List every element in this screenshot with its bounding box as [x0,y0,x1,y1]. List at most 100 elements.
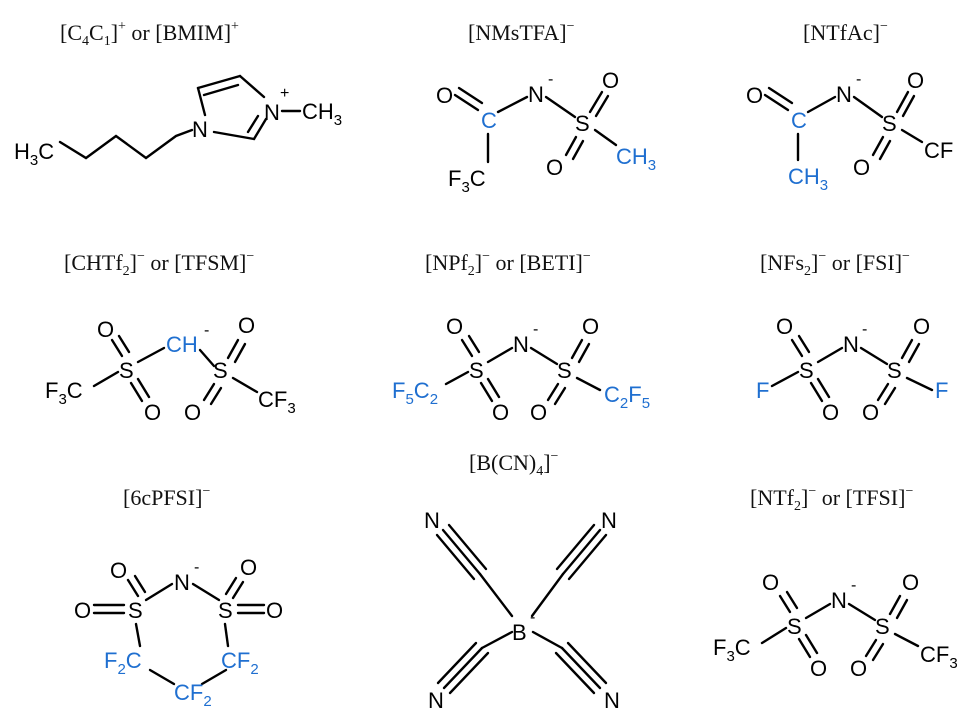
atom-o: O [144,400,161,425]
bond [593,128,618,147]
charge-minus: - [851,577,856,594]
atom-s-right: S [218,598,233,623]
atom-o: O [97,317,114,342]
atom-o: O [902,570,919,595]
atom-o: O [853,155,870,180]
structure-6cpfsi: O O S N - S O O F2C CF2 CF2 [74,555,283,710]
atom-o: O [546,155,563,180]
bond-triple [567,533,608,581]
atom-o: O [436,83,453,108]
bond [191,582,221,602]
bond [486,346,514,364]
atom-o: O [913,314,930,339]
bond-double [778,594,792,614]
atom-cf3: F3C [713,635,751,665]
atom-s: S [887,358,902,383]
atom-n: N [428,688,444,710]
atom-o: O [822,400,839,425]
charge-minus: - [204,322,209,339]
bond-double [785,590,799,610]
atom-ch: CH [166,332,198,357]
bond-double [202,382,216,402]
charge-minus: - [530,609,535,626]
bond [231,376,259,394]
bond-double [577,342,591,364]
atom-n: N [836,82,852,107]
structure-npf2: F5C2 S O O N - S O O C2F5 [392,314,650,425]
atom-methyl: CH3 [616,144,656,174]
structure-nmstfa: O C N - S O O CH3 F3C [436,68,656,196]
atom-cf3: F3C [45,378,83,408]
atom-o: O [446,314,463,339]
atom-o: O [492,400,509,425]
bond [905,376,934,392]
bond [198,348,216,368]
atom-n: N [513,332,529,357]
bond-double [486,377,501,399]
title-ntf2: [NTf2]− or [TFSI]− [750,484,913,514]
atom-s: S [882,111,897,136]
atom-s: S [575,111,590,136]
atom-methyl: CH3 [302,99,342,129]
bond-double [571,139,585,161]
bond-double [564,135,578,157]
charge-plus: + [280,85,289,102]
butyl-chain [58,128,194,160]
structure-bmim: H3C N N + CH3 [14,74,342,169]
bond-double [546,382,560,402]
atom-o: O [238,313,255,338]
atom-s-left: S [128,598,143,623]
atom-f: F [756,378,769,403]
bond-double [797,637,812,659]
bond-triple [555,523,596,571]
bond [859,346,889,366]
bond [816,346,844,364]
title-ntfac: [NTfAc]− [803,19,888,45]
atom-s: S [875,614,890,639]
atom-cf3: F3C [448,166,486,196]
bond-double [797,334,811,354]
title-bmim: [C4C1]+ or [BMIM]+ [60,19,239,49]
atom-label: H3C [14,139,54,169]
bond [136,346,166,364]
bond-double [479,381,494,403]
title-nmstfa: [NMsTFA]− [468,19,575,45]
title-nfs2: [NFs2]− or [FSI]− [760,249,910,279]
atom-n: N [174,570,190,595]
bond-double [553,386,567,406]
atom-n: N [601,508,617,533]
charge-minus: - [862,321,867,338]
bond-double [763,93,790,112]
bond-double [126,578,140,598]
bond-double [202,83,240,97]
atom-s: S [119,358,134,383]
atom-cf2-bottom: CF2 [174,680,212,710]
bond [134,622,142,648]
title-6cpfsi: [6cPFSI]− [123,484,210,510]
bond-double [864,638,878,658]
bond-double [594,94,610,118]
bond [900,128,924,144]
bond-triple [566,641,608,685]
atom-o: O [240,555,257,580]
bond [223,622,230,648]
bond-double [871,135,885,157]
bond-double [588,90,604,114]
atom-n: N [604,688,620,710]
charge-minus: - [856,71,861,88]
atom-o: O [776,314,793,339]
atom-o: O [810,656,827,681]
atom-cf2-right: CF2 [221,648,259,678]
bond-triple [441,528,482,576]
bond [530,572,565,618]
atom-f: F [935,378,948,403]
atom-n: N [843,332,859,357]
bond-double [570,338,584,360]
bond [852,95,884,119]
atom-o: O [850,656,867,681]
bond-double [900,338,914,360]
bond [496,95,529,114]
atom-s: S [787,614,802,639]
bond-double [231,580,245,600]
bond-double [790,338,804,358]
